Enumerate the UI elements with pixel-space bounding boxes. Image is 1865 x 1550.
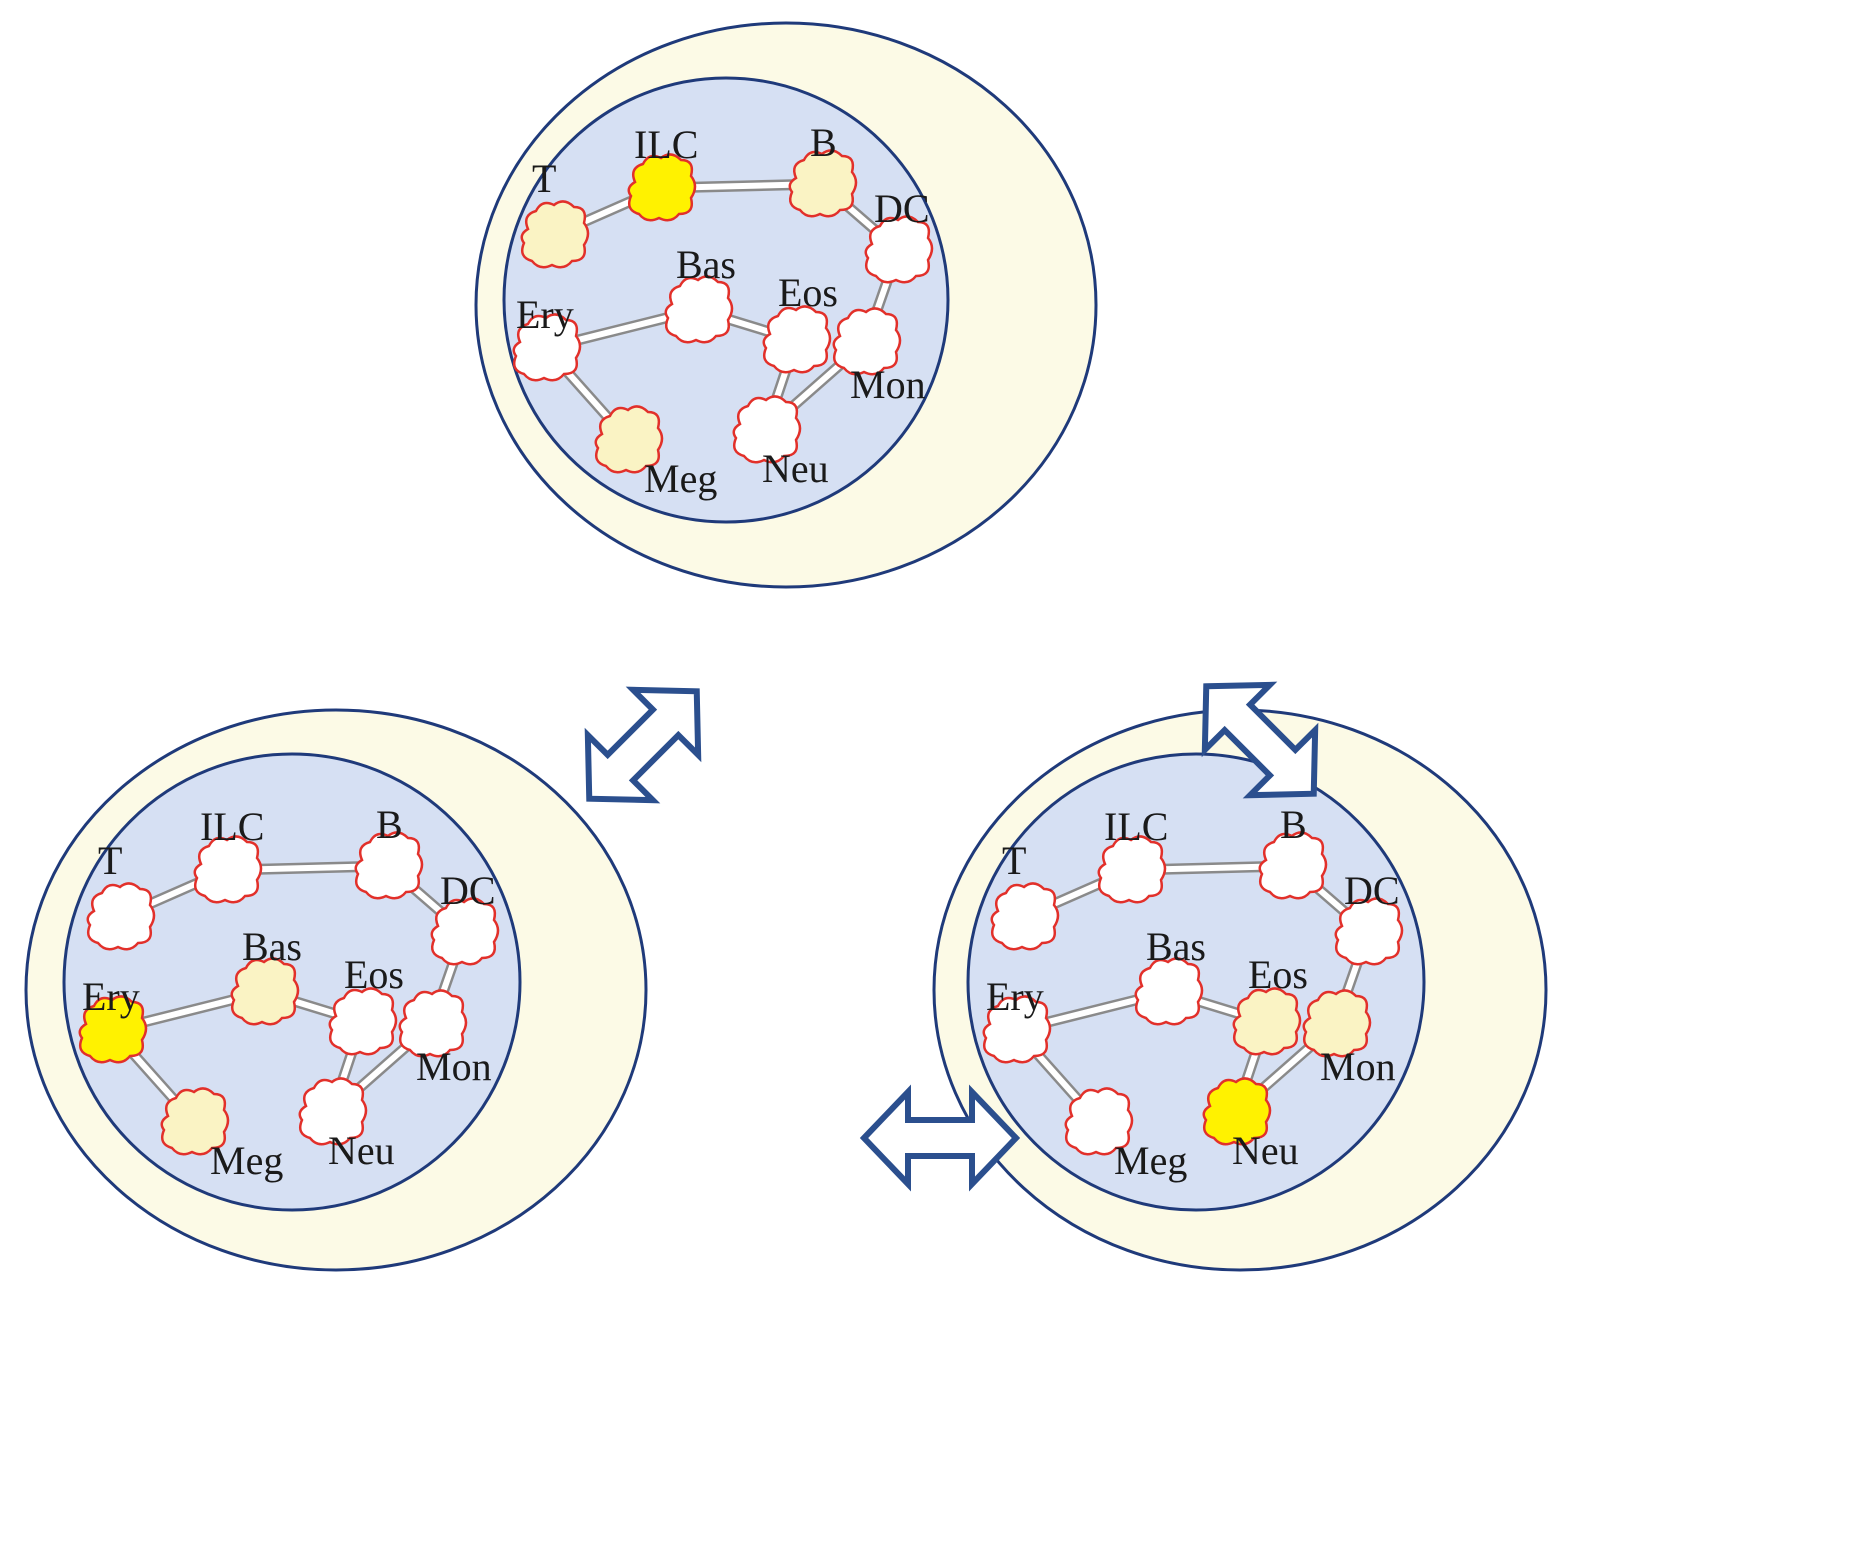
cell-label-ILC: ILC [1104,804,1168,849]
cell-label-Neu: Neu [1232,1128,1299,1173]
cell-label-Bas: Bas [1146,924,1206,969]
cell-label-B: B [376,802,403,847]
arrows-layer [584,681,1319,1192]
cell-label-Ery: Ery [82,974,140,1019]
cell-T-bottom-right [990,882,1060,951]
cell-label-Eos: Eos [344,952,404,997]
cell-label-T: T [1002,838,1026,883]
cell-label-Eos: Eos [778,270,838,315]
cell-label-Bas: Bas [676,242,736,287]
cell-label-Mon: Mon [416,1044,492,1089]
cell-Eos-bottom-right [1232,987,1302,1056]
cell-label-Neu: Neu [762,446,829,491]
cell-label-Eos: Eos [1248,952,1308,997]
cell-label-T: T [98,838,122,883]
cell-label-DC: DC [1344,868,1400,913]
cell-T-bottom-left [86,882,156,951]
cell-label-B: B [1280,802,1307,847]
cell-label-Ery: Ery [516,292,574,337]
cell-Eos-top [762,305,832,374]
cell-label-Meg: Meg [644,456,717,501]
double-arrow-bottom-horizontal-icon [859,1084,1021,1192]
cell-T-top [520,200,590,269]
cell-label-ILC: ILC [634,122,698,167]
double-arrow-top-left-icon [584,686,702,804]
cell-label-Neu: Neu [328,1128,395,1173]
cell-label-ILC: ILC [200,804,264,849]
cell-label-B: B [810,120,837,165]
cell-label-Mon: Mon [850,362,926,407]
cell-label-Meg: Meg [1114,1138,1187,1183]
cell-label-Mon: Mon [1320,1044,1396,1089]
cell-label-T: T [532,156,556,201]
cell-label-DC: DC [874,186,930,231]
cell-label-Bas: Bas [242,924,302,969]
cell-label-DC: DC [440,868,496,913]
cell-label-Ery: Ery [986,974,1044,1019]
cell-Eos-bottom-left [328,987,398,1056]
double-arrow-top-right-icon [1201,681,1319,799]
cell-label-Meg: Meg [210,1138,283,1183]
